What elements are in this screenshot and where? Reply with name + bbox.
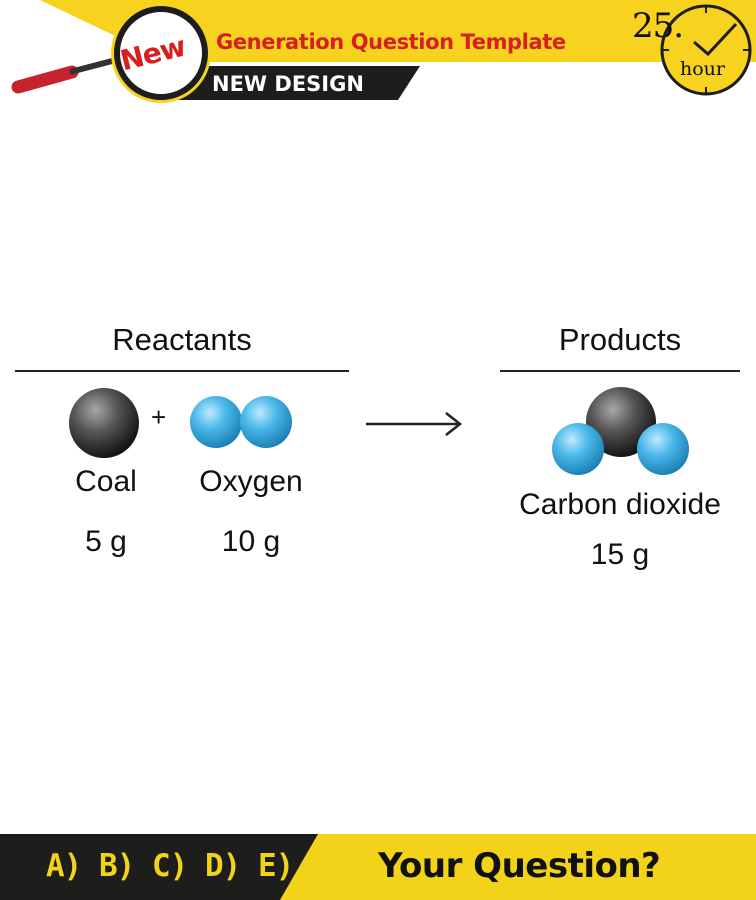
oxygen-atom (637, 423, 689, 475)
header-graphics (11, 0, 756, 103)
reactant-name: Oxygen (199, 465, 303, 498)
reactants-divider (15, 370, 349, 372)
footer-banner: A) B) C) D) E) Your Question? (0, 834, 756, 900)
oxygen-molecule (190, 396, 292, 448)
products-divider (500, 370, 740, 372)
reaction-arrow-icon (366, 412, 463, 436)
oxygen-atom (190, 396, 242, 448)
reactant-name: Coal (75, 465, 137, 498)
product-name: Carbon dioxide (519, 488, 721, 521)
clock-number: 25. (632, 6, 684, 46)
reactant-mass: 5 g (85, 525, 127, 558)
reactant-mass: 10 g (221, 525, 281, 558)
carbon-atom-coal (69, 388, 139, 458)
header-subtitle: NEW DESIGN (212, 72, 364, 96)
carbon-atom (586, 387, 656, 457)
question-prompt: Your Question? (378, 846, 661, 886)
footer-graphics (0, 834, 756, 900)
oxygen-atom (240, 396, 292, 448)
clock-icon (660, 4, 752, 96)
products-heading: Products (558, 322, 682, 357)
reactants-heading: Reactants (112, 322, 252, 357)
answer-options: A) B) C) D) E) (46, 848, 294, 884)
subtitle-ribbon (150, 66, 420, 100)
magnifier-icon (11, 3, 211, 103)
clock-unit: hour (680, 58, 725, 80)
header-title: Generation Question Template (216, 30, 566, 54)
product-mass: 15 g (590, 538, 650, 571)
checkmark-icon (693, 22, 738, 57)
header-yellow-band (40, 0, 756, 62)
plus-sign: + (151, 402, 167, 432)
header-banner: New Generation Question Template NEW DES… (0, 0, 756, 110)
oxygen-atom (552, 423, 604, 475)
carbon-dioxide-molecule (552, 387, 689, 475)
